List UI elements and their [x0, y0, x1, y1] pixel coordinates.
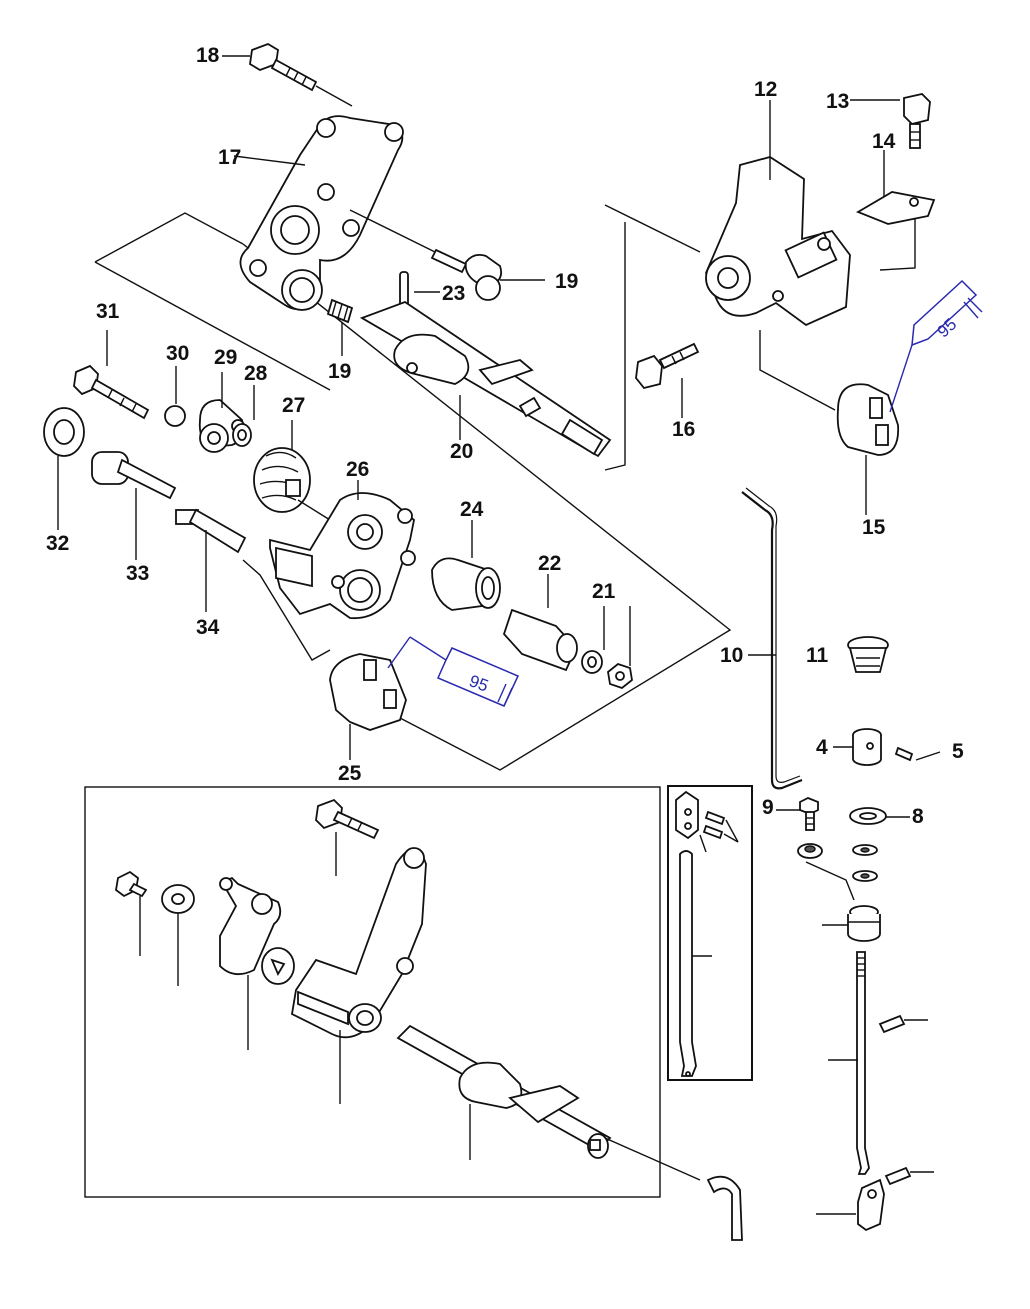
- callout-label: 14: [872, 130, 896, 153]
- assembly-outline-right-bracket: [759, 330, 836, 411]
- callout-label: 21: [592, 580, 616, 603]
- bracket-13: [705, 100, 851, 327]
- washer-24: [581, 606, 605, 674]
- rod-11: [741, 487, 803, 790]
- bolt-41: [115, 870, 148, 956]
- grommet-3: [822, 905, 881, 942]
- collar-26: [431, 520, 501, 611]
- sleeve-25: [502, 574, 578, 672]
- callout-label: 13: [826, 90, 849, 113]
- bolt-17: [635, 342, 700, 418]
- callout-label: 12: [754, 78, 777, 101]
- callout-label: 22: [538, 552, 561, 575]
- assembly-outline-upper: [94, 212, 244, 263]
- callout-label: 27: [282, 394, 305, 417]
- callout-label: 9: [762, 796, 774, 819]
- nut-10: [797, 843, 855, 901]
- bolt-19-right: [349, 209, 545, 301]
- pin-22: [399, 271, 440, 311]
- screw-5-right: [894, 746, 941, 762]
- bolt-38: [315, 798, 380, 876]
- callout-label: 16: [672, 418, 695, 441]
- callout-label: 24: [460, 498, 484, 521]
- callout-label: 32: [46, 532, 69, 555]
- callout-label: 5: [952, 740, 964, 763]
- callout-label: 28: [244, 362, 268, 385]
- screw-9: [799, 797, 819, 831]
- washer-7-b: [852, 870, 878, 882]
- callout-label: 4: [816, 736, 828, 759]
- bolt-14: [850, 93, 931, 149]
- screw-6-upper: [878, 1014, 928, 1034]
- bracket-37: [291, 847, 427, 1104]
- callout-label: 15: [862, 516, 886, 539]
- bolt-33: [73, 330, 150, 420]
- callout-label: 23: [442, 282, 465, 305]
- callout-label: 20: [450, 440, 473, 463]
- block-44: [675, 790, 707, 853]
- washer-8: [849, 807, 887, 825]
- nut-23: [607, 606, 633, 690]
- lever-31: [198, 372, 245, 453]
- bracket-28: [269, 480, 416, 620]
- lubricant-tube-lower: 95: [387, 636, 520, 707]
- cam-29: [253, 420, 331, 521]
- shaft-36: [175, 508, 247, 612]
- kit-box-43-44: [667, 785, 753, 1081]
- block-16: [836, 383, 900, 515]
- callout-label: 29: [214, 346, 237, 369]
- bushing-35: [91, 451, 177, 560]
- lubricant-tube-upper: 95: [889, 279, 983, 413]
- assembly-outline-right-15: [879, 205, 916, 271]
- rod-2: [828, 951, 870, 1175]
- bracket-18: [233, 115, 404, 311]
- callout-label: 11: [806, 644, 829, 667]
- callout-label: 33: [126, 562, 149, 585]
- lower-assembly-box: [84, 786, 661, 1198]
- shift-shaft-21: [359, 300, 612, 458]
- block-27: [329, 653, 407, 760]
- assembly-outline-left-mid: [242, 559, 331, 661]
- lever-40: [219, 876, 295, 1050]
- grommet-12: [847, 636, 889, 673]
- callout-label: 31: [96, 300, 120, 323]
- bushing-32: [164, 366, 186, 427]
- washer-30: [232, 385, 255, 447]
- washer-42: [161, 884, 195, 986]
- seal-34: [43, 407, 85, 530]
- assembly-outline-upper-right: [242, 243, 732, 771]
- assembly-outline-upper-left: [94, 261, 331, 391]
- shift-shaft-39: [396, 1024, 743, 1241]
- washer-7-a: [852, 844, 878, 856]
- callout-label: 17: [218, 146, 241, 169]
- clip-1: [816, 1178, 885, 1232]
- screws-5-kit: [702, 810, 739, 843]
- assembly-outline-right-vert: [604, 222, 626, 471]
- callout-label: 26: [346, 458, 369, 481]
- callout-label: 30: [166, 342, 189, 365]
- callout-label: 19: [555, 270, 578, 293]
- rod-43: [679, 850, 712, 1077]
- connector-4: [833, 728, 882, 766]
- callout-label: 8: [912, 805, 924, 828]
- callout-label: 10: [720, 644, 743, 667]
- callout-label: 34: [196, 616, 220, 639]
- screw-6-lower: [884, 1166, 934, 1186]
- clip-15: [855, 150, 936, 225]
- callout-label: 18: [196, 44, 220, 67]
- callout-label: 25: [338, 762, 362, 785]
- bolt-19-top: [249, 43, 353, 107]
- callout-label: 19: [328, 360, 351, 383]
- assembly-outline-right-group: [604, 204, 701, 253]
- spring-20: [326, 298, 354, 356]
